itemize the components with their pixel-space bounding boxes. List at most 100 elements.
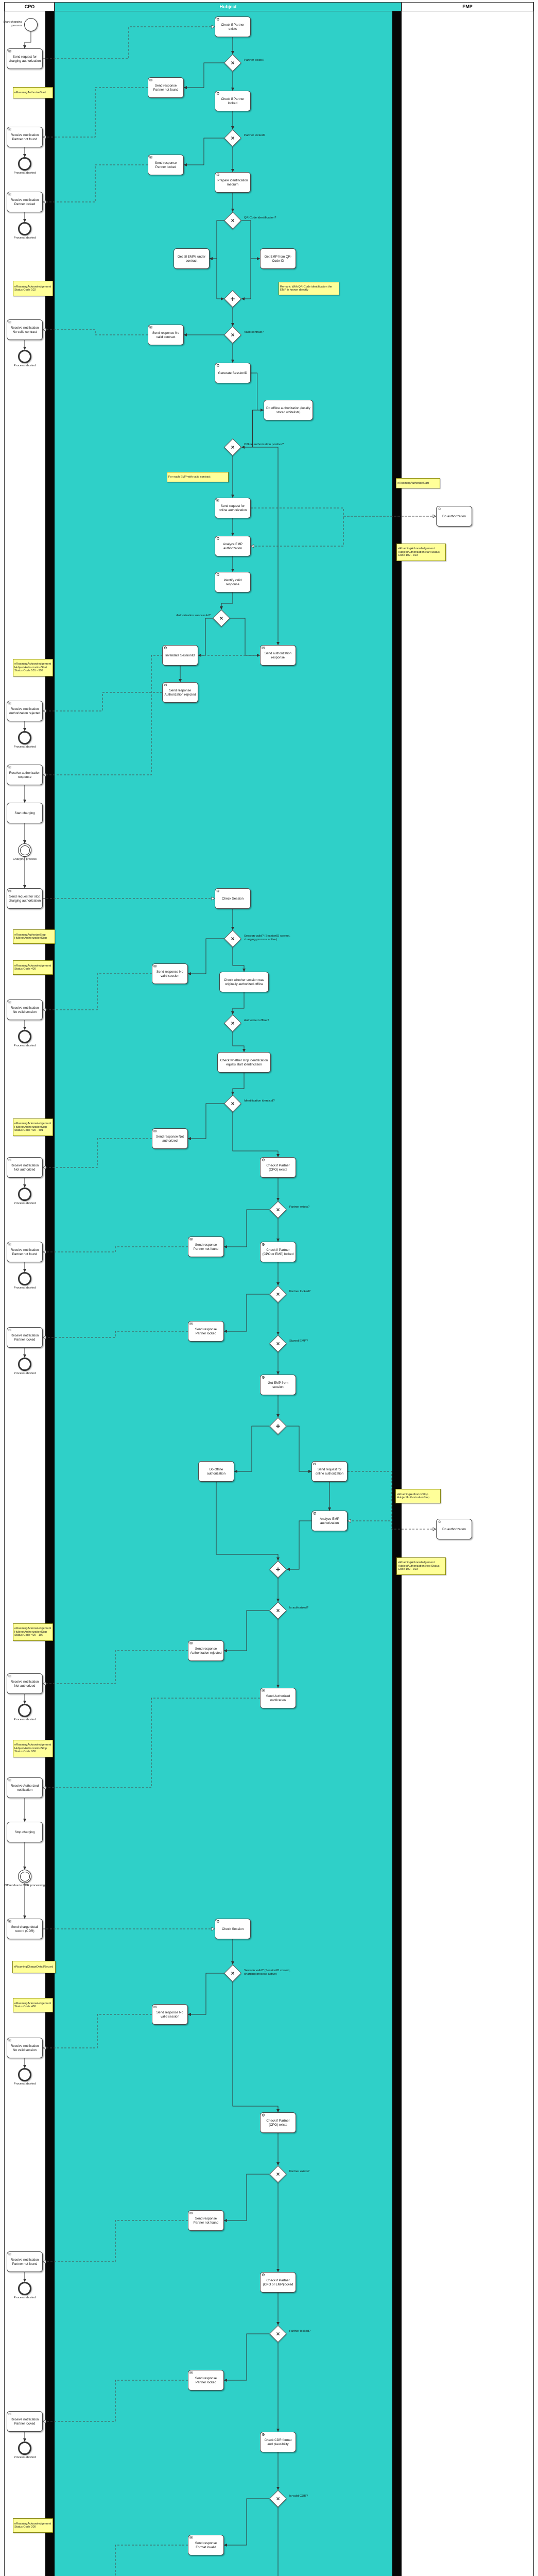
hub-send-no-valid-session-2[interactable]: ✉Send response No valid session xyxy=(152,2004,188,2025)
hub-check-partner-locked-2[interactable]: ⚙Check if Partner (CPO or EMP) locked xyxy=(260,1242,296,1262)
hub-send-authorized-notification[interactable]: ✉Send Authorized notification xyxy=(260,1688,296,1708)
cpo-end-aborted-2[interactable] xyxy=(18,222,31,235)
cpo-send-cdr[interactable]: ✉Send charge detail record (CDR) xyxy=(7,1919,43,1939)
cpo-recv-no-valid-session-2[interactable]: ✉Receive notification No valid session xyxy=(7,2038,43,2058)
hub-gw-auth-successful[interactable]: × xyxy=(213,609,230,627)
hub-gw-partner-locked-1[interactable]: × xyxy=(224,129,241,147)
cpo-end-aborted-1[interactable] xyxy=(18,157,31,171)
hub-check-offline-origin[interactable]: Check whether session was originally aut… xyxy=(219,972,269,992)
note-ack-no-session-1[interactable]: eRoamingAcknowledgement Status Code 400 xyxy=(13,960,53,975)
hub-send-partner-not-found-1[interactable]: ✉Send response Partner not found xyxy=(148,77,184,98)
hub-send-auth-response[interactable]: ✉Send authorization response xyxy=(260,645,296,666)
note-qr-remark[interactable]: Remark: With QR-Code identification the … xyxy=(279,282,339,295)
hub-check-partner-exists-2[interactable]: ⚙Check if Partner (CPO) exists xyxy=(260,1157,296,1178)
hub-gw-offline-positive[interactable]: × xyxy=(224,438,241,456)
hub-send-partner-locked-3[interactable]: ✉Send response Partner locked xyxy=(188,2370,224,2391)
hub-gw-signed-emp-1[interactable]: × xyxy=(269,1335,287,1352)
note-ack-not-authorized-1[interactable]: eRoamingAcknowledgement HubjectAuthoriza… xyxy=(13,1118,53,1136)
hub-check-partner-locked-1[interactable]: ⚙Check if Partner locked xyxy=(215,91,251,111)
note-for-each-emp[interactable]: For each EMP with valid contract xyxy=(167,472,229,482)
hub-gw-is-authorized[interactable]: × xyxy=(269,1602,287,1619)
hub-send-auth-rejected-2[interactable]: ✉Send response Authorization rejected xyxy=(188,1640,224,1661)
cpo-end-aborted-5[interactable] xyxy=(18,1030,31,1043)
cpo-end-aborted-6[interactable] xyxy=(18,1188,31,1201)
cpo-end-aborted-10[interactable] xyxy=(18,2068,31,2081)
hub-get-emp-from-session[interactable]: ⚙Get EMP from session xyxy=(260,1375,296,1395)
emp-do-authorization-2[interactable]: ☺Do authorization xyxy=(436,1519,472,1539)
note-eroaming-authorize-start[interactable]: eRoamingAuthorizeStart xyxy=(13,87,53,98)
note-ack-authorized[interactable]: eRoamingAcknowledgement HubjectAuthoriza… xyxy=(13,1740,53,1757)
hub-send-auth-rejected-1[interactable]: ✉Send response Authorization rejected xyxy=(162,682,198,703)
hub-gw-identification-identical[interactable]: × xyxy=(224,1095,241,1112)
hub-analyze-emp-auth-2[interactable]: ⚙Analyze EMP authorization xyxy=(311,1511,348,1531)
cpo-recv-no-valid-session-1[interactable]: ✉Receive notification No valid session xyxy=(7,999,43,1020)
cpo-recv-partner-not-found-2[interactable]: ✉Receive notification Partner not found xyxy=(7,1242,43,1262)
hub-gw-valid-contract[interactable]: × xyxy=(224,326,241,344)
note-eroaming-cdr[interactable]: eRoamingChargeDetailRecord xyxy=(12,1961,56,1973)
hub-send-online-auth-request-2[interactable]: ✉Send request for online authorization xyxy=(311,1461,348,1482)
cpo-recv-partner-locked-3[interactable]: ✉Receive notification Partner locked xyxy=(7,2411,43,2432)
cpo-recv-partner-locked-2[interactable]: ✉Receive notification Partner locked xyxy=(7,1327,43,1348)
cpo-send-charging-auth-request[interactable]: ✉Send request for charging authorization xyxy=(7,48,43,69)
note-ack-format-invalid[interactable]: eRoamingAcknowledgement Status Code 200 xyxy=(13,2518,53,2533)
hub-prepare-identification[interactable]: ⚙Prepare identification medium xyxy=(215,172,251,193)
hub-gw-partner-exists-3[interactable]: × xyxy=(269,2165,287,2183)
hub-check-partner-locked-3[interactable]: ⚙Check if Partner (CPO or EMP)locked xyxy=(260,2272,296,2293)
note-emp-authorize-stop[interactable]: eRoamingAuthorizeStop HubjectAuthorizati… xyxy=(395,1489,441,1503)
note-emp-authorize-start[interactable]: eRoamingAuthorizeStart xyxy=(396,478,440,488)
hub-send-no-valid-session-1[interactable]: ✉Send response No valid session xyxy=(152,963,188,984)
hub-offline-authorization-2[interactable]: Do offline authorization xyxy=(198,1461,234,1482)
cpo-ev-charging[interactable] xyxy=(18,843,31,857)
hub-gw-session-valid-1[interactable]: × xyxy=(224,930,241,947)
hub-offline-authorization-1[interactable]: Do offline authorization (locally stored… xyxy=(264,400,313,420)
hub-gw-authorized-offline[interactable]: × xyxy=(224,1014,241,1032)
cpo-recv-authorized[interactable]: ✉Receive Authorized notification xyxy=(7,1777,43,1798)
cpo-recv-not-authorized-1[interactable]: ✉Receive notification Not authorized xyxy=(7,1157,43,1178)
cpo-recv-partner-locked-1[interactable]: ✉Receive notification Partner locked xyxy=(7,192,43,212)
hub-send-online-auth-request-1[interactable]: ✉Send request for online authorization xyxy=(215,498,251,518)
note-emp-ack-start[interactable]: eRoamingAcknowledgement HubjectAuthoriza… xyxy=(396,544,446,561)
cpo-recv-partner-not-found-1[interactable]: ✉Receive notification Partner not found xyxy=(7,127,43,147)
hub-gw-partner-locked-3[interactable]: × xyxy=(269,2325,287,2343)
hub-gw-partner-locked-2[interactable]: × xyxy=(269,1285,287,1303)
note-ack-no-contract[interactable]: eRoamingAcknowledgement Status Code 102 xyxy=(13,281,53,296)
hub-gw-qr-identification[interactable]: × xyxy=(224,212,241,229)
cpo-end-aborted-11[interactable] xyxy=(18,2282,31,2295)
hub-send-partner-locked-1[interactable]: ✉Send response Partner locked xyxy=(148,155,184,175)
hub-gw-session-valid-2[interactable]: × xyxy=(224,1964,241,1982)
note-emp-ack-stop[interactable]: eRoamingAcknowledgement HubjectAuthoriza… xyxy=(396,1557,446,1575)
hub-gw-valid-cdr[interactable]: × xyxy=(269,2490,287,2507)
hub-gw-parallel-split[interactable]: + xyxy=(269,1417,287,1435)
hub-check-session-2[interactable]: ⚙Check Session xyxy=(215,1919,251,1939)
hub-analyze-emp-auth-1[interactable]: ⚙Analyze EMP authorization xyxy=(215,536,251,556)
cpo-end-aborted-9[interactable] xyxy=(18,1704,31,1717)
cpo-recv-auth-response[interactable]: ✉Receive authorization response xyxy=(7,765,43,785)
cpo-start-charging[interactable]: Start charging xyxy=(7,803,43,823)
cpo-recv-not-authorized-2[interactable]: ✉Receive notification Not authorized xyxy=(7,1673,43,1694)
hub-gw-partner-exists-2[interactable]: × xyxy=(269,1201,287,1218)
note-ack-not-authorized-2[interactable]: eRoamingAcknowledgement HubjectAuthoriza… xyxy=(13,1623,53,1641)
hub-check-session-1[interactable]: ⚙Check Session xyxy=(215,888,251,909)
hub-get-all-emps[interactable]: Get all EMPs under contract xyxy=(173,248,210,269)
note-ack-no-session-2[interactable]: eRoamingAcknowledgement Status Code 400 xyxy=(13,1998,53,2012)
hub-send-partner-not-found-3[interactable]: ✉Send response Partner not found xyxy=(188,2210,224,2231)
hub-gw-parallel-join-2[interactable]: + xyxy=(269,1561,287,1578)
cpo-recv-no-valid-contract[interactable]: ✉Receive notification No valid contract xyxy=(7,319,43,340)
hub-check-partner-exists-3[interactable]: ⚙Check if Partner (CPO) exists xyxy=(260,2112,296,2133)
note-eroaming-authorize-stop[interactable]: eRoamingAuthorizeStop HubjectAuthorizati… xyxy=(13,929,55,944)
cpo-ev-offset-cdr[interactable] xyxy=(18,1870,31,1883)
cpo-end-aborted-7[interactable] xyxy=(18,1272,31,1285)
hub-send-partner-not-found-2[interactable]: ✉Send response Partner not found xyxy=(188,1236,224,1257)
emp-do-authorization-1[interactable]: ☺Do authorization xyxy=(436,506,472,527)
hub-generate-sessionid[interactable]: ⚙Generate SessionID xyxy=(215,363,251,383)
cpo-end-aborted-4[interactable] xyxy=(18,731,31,744)
cpo-stop-charging[interactable]: Stop charging xyxy=(7,1822,43,1842)
hub-check-cdr[interactable]: ⚙Check CDR format and plausibility xyxy=(260,2432,296,2452)
cpo-send-stop-auth-request[interactable]: ✉Send request for stop charging authoriz… xyxy=(7,888,43,909)
hub-send-partner-locked-2[interactable]: ✉Send response Partner locked xyxy=(188,1321,224,1342)
hub-send-not-authorized-1[interactable]: ✉Send response Not authorized xyxy=(152,1128,188,1149)
hub-send-no-valid-contract[interactable]: ✉Send response No valid contract xyxy=(148,325,184,345)
hub-gw-parallel-join-1[interactable]: + xyxy=(224,290,241,308)
note-ack-auth-rejected[interactable]: eRoamingAcknowledgement HubjectAuthoriza… xyxy=(13,659,53,676)
cpo-end-aborted-8[interactable] xyxy=(18,1358,31,1371)
